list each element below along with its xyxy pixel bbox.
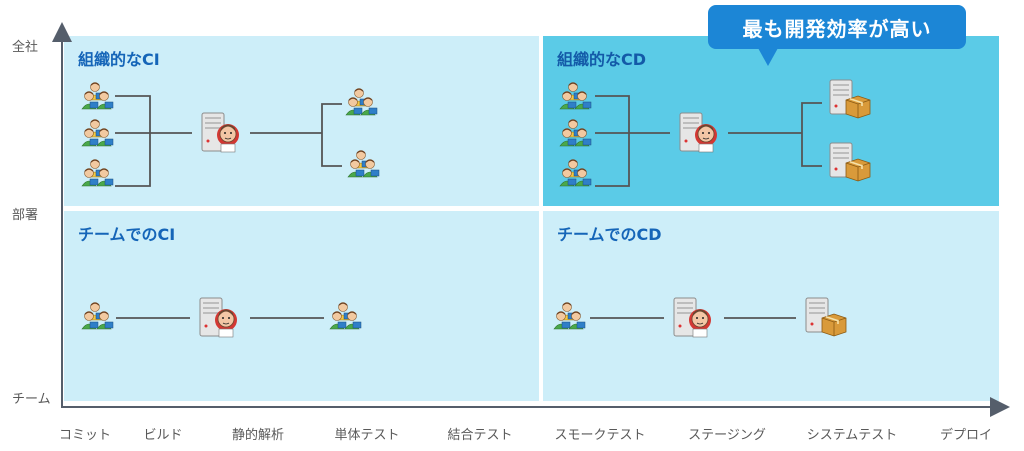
jenkins-server-icon — [201, 112, 240, 153]
users-icon — [81, 119, 114, 147]
y-label-company: 全社 — [12, 40, 39, 55]
users-icon — [559, 159, 592, 187]
org-cd-connectors — [595, 95, 822, 187]
quadrant-title-team-cd: チームでのCD — [557, 225, 662, 244]
jenkins-server-icon — [199, 297, 238, 338]
quadrant-org-cd: 組織的なCD — [543, 36, 999, 206]
y-label-team: チーム — [12, 392, 51, 407]
users-icon — [553, 302, 586, 330]
y-label-department: 部署 — [12, 208, 39, 223]
x-label-system-test: システムテスト — [806, 428, 898, 443]
org-ci-connectors — [115, 95, 342, 187]
users-icon — [559, 119, 592, 147]
users-icon — [347, 150, 380, 178]
x-label-integration-test: 結合テスト — [447, 428, 513, 443]
x-label-static-analysis: 静的解析 — [231, 428, 285, 443]
quadrant-title-org-cd: 組織的なCD — [557, 50, 647, 69]
x-label-commit: コミット — [58, 428, 112, 443]
quadrant-title-org-ci: 組織的なCI — [78, 50, 160, 69]
deploy-server-icon — [829, 142, 871, 182]
callout-tail — [758, 48, 778, 66]
users-icon — [81, 82, 114, 110]
callout-most-efficient: 最も開発効率が高い — [708, 5, 966, 49]
jenkins-server-icon — [679, 112, 718, 153]
x-label-build: ビルド — [143, 428, 183, 443]
quadrant-title-team-ci: チームでのCI — [78, 225, 176, 244]
users-icon — [81, 159, 114, 187]
x-label-staging: ステージング — [688, 428, 766, 443]
users-icon — [559, 82, 592, 110]
deploy-server-icon — [805, 297, 847, 337]
users-icon — [81, 302, 114, 330]
deploy-server-icon — [829, 79, 871, 119]
quadrant-team-ci: チームでのCI — [64, 211, 539, 401]
users-icon — [329, 302, 362, 330]
users-icon — [345, 88, 378, 116]
x-label-deploy: デプロイ — [939, 428, 993, 443]
x-label-unit-test: 単体テスト — [334, 428, 400, 443]
quadrant-team-cd: チームでのCD — [543, 211, 999, 401]
quadrant-org-ci: 組織的なCI — [64, 36, 539, 206]
x-label-smoke-test: スモークテスト — [554, 428, 646, 443]
jenkins-server-icon — [673, 297, 712, 338]
